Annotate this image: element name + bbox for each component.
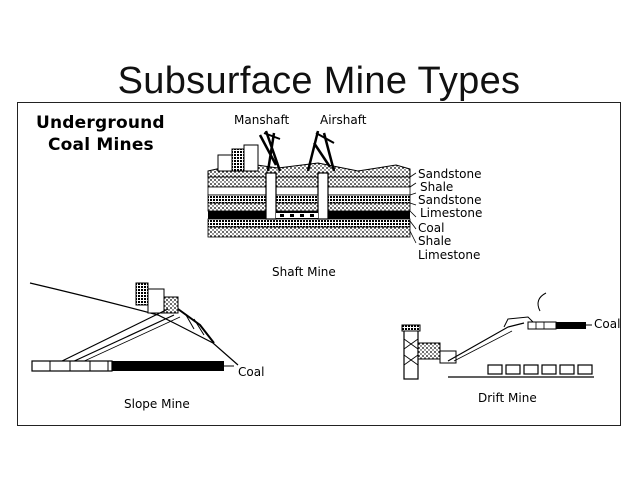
drift-coal-label: Coal: [594, 317, 621, 331]
stratum-label: Limestone: [420, 206, 483, 220]
stratum-label: Shale: [418, 234, 452, 248]
airshaft-label: Airshaft: [320, 113, 367, 127]
shaft-mine-diagram: [207, 130, 417, 244]
shaft-mine-caption: Shaft Mine: [272, 265, 336, 279]
manshaft-label: Manshaft: [234, 113, 290, 127]
slide-title: Subsurface Mine Types: [117, 60, 521, 102]
slope-coal-label: Coal: [238, 365, 265, 379]
stratum-label: Limestone: [418, 248, 481, 262]
figure-heading-line2: Coal Mines: [48, 135, 154, 155]
drift-mine-diagram: [401, 292, 594, 380]
figure-heading-line1: Underground: [36, 113, 165, 133]
mine-diagram-drawing: [29, 130, 594, 380]
slope-mine-caption: Slope Mine: [124, 397, 190, 411]
stratum-label: Coal: [418, 221, 445, 235]
slope-mine-diagram: [29, 282, 239, 372]
mine-diagram-figure: Underground Coal Mines Manshaft Airshaft…: [17, 102, 621, 426]
stratum-label: Sandstone: [418, 193, 482, 207]
stratum-label: Sandstone: [418, 167, 482, 181]
drift-mine-caption: Drift Mine: [478, 391, 537, 405]
stratum-label: Shale: [420, 180, 454, 194]
